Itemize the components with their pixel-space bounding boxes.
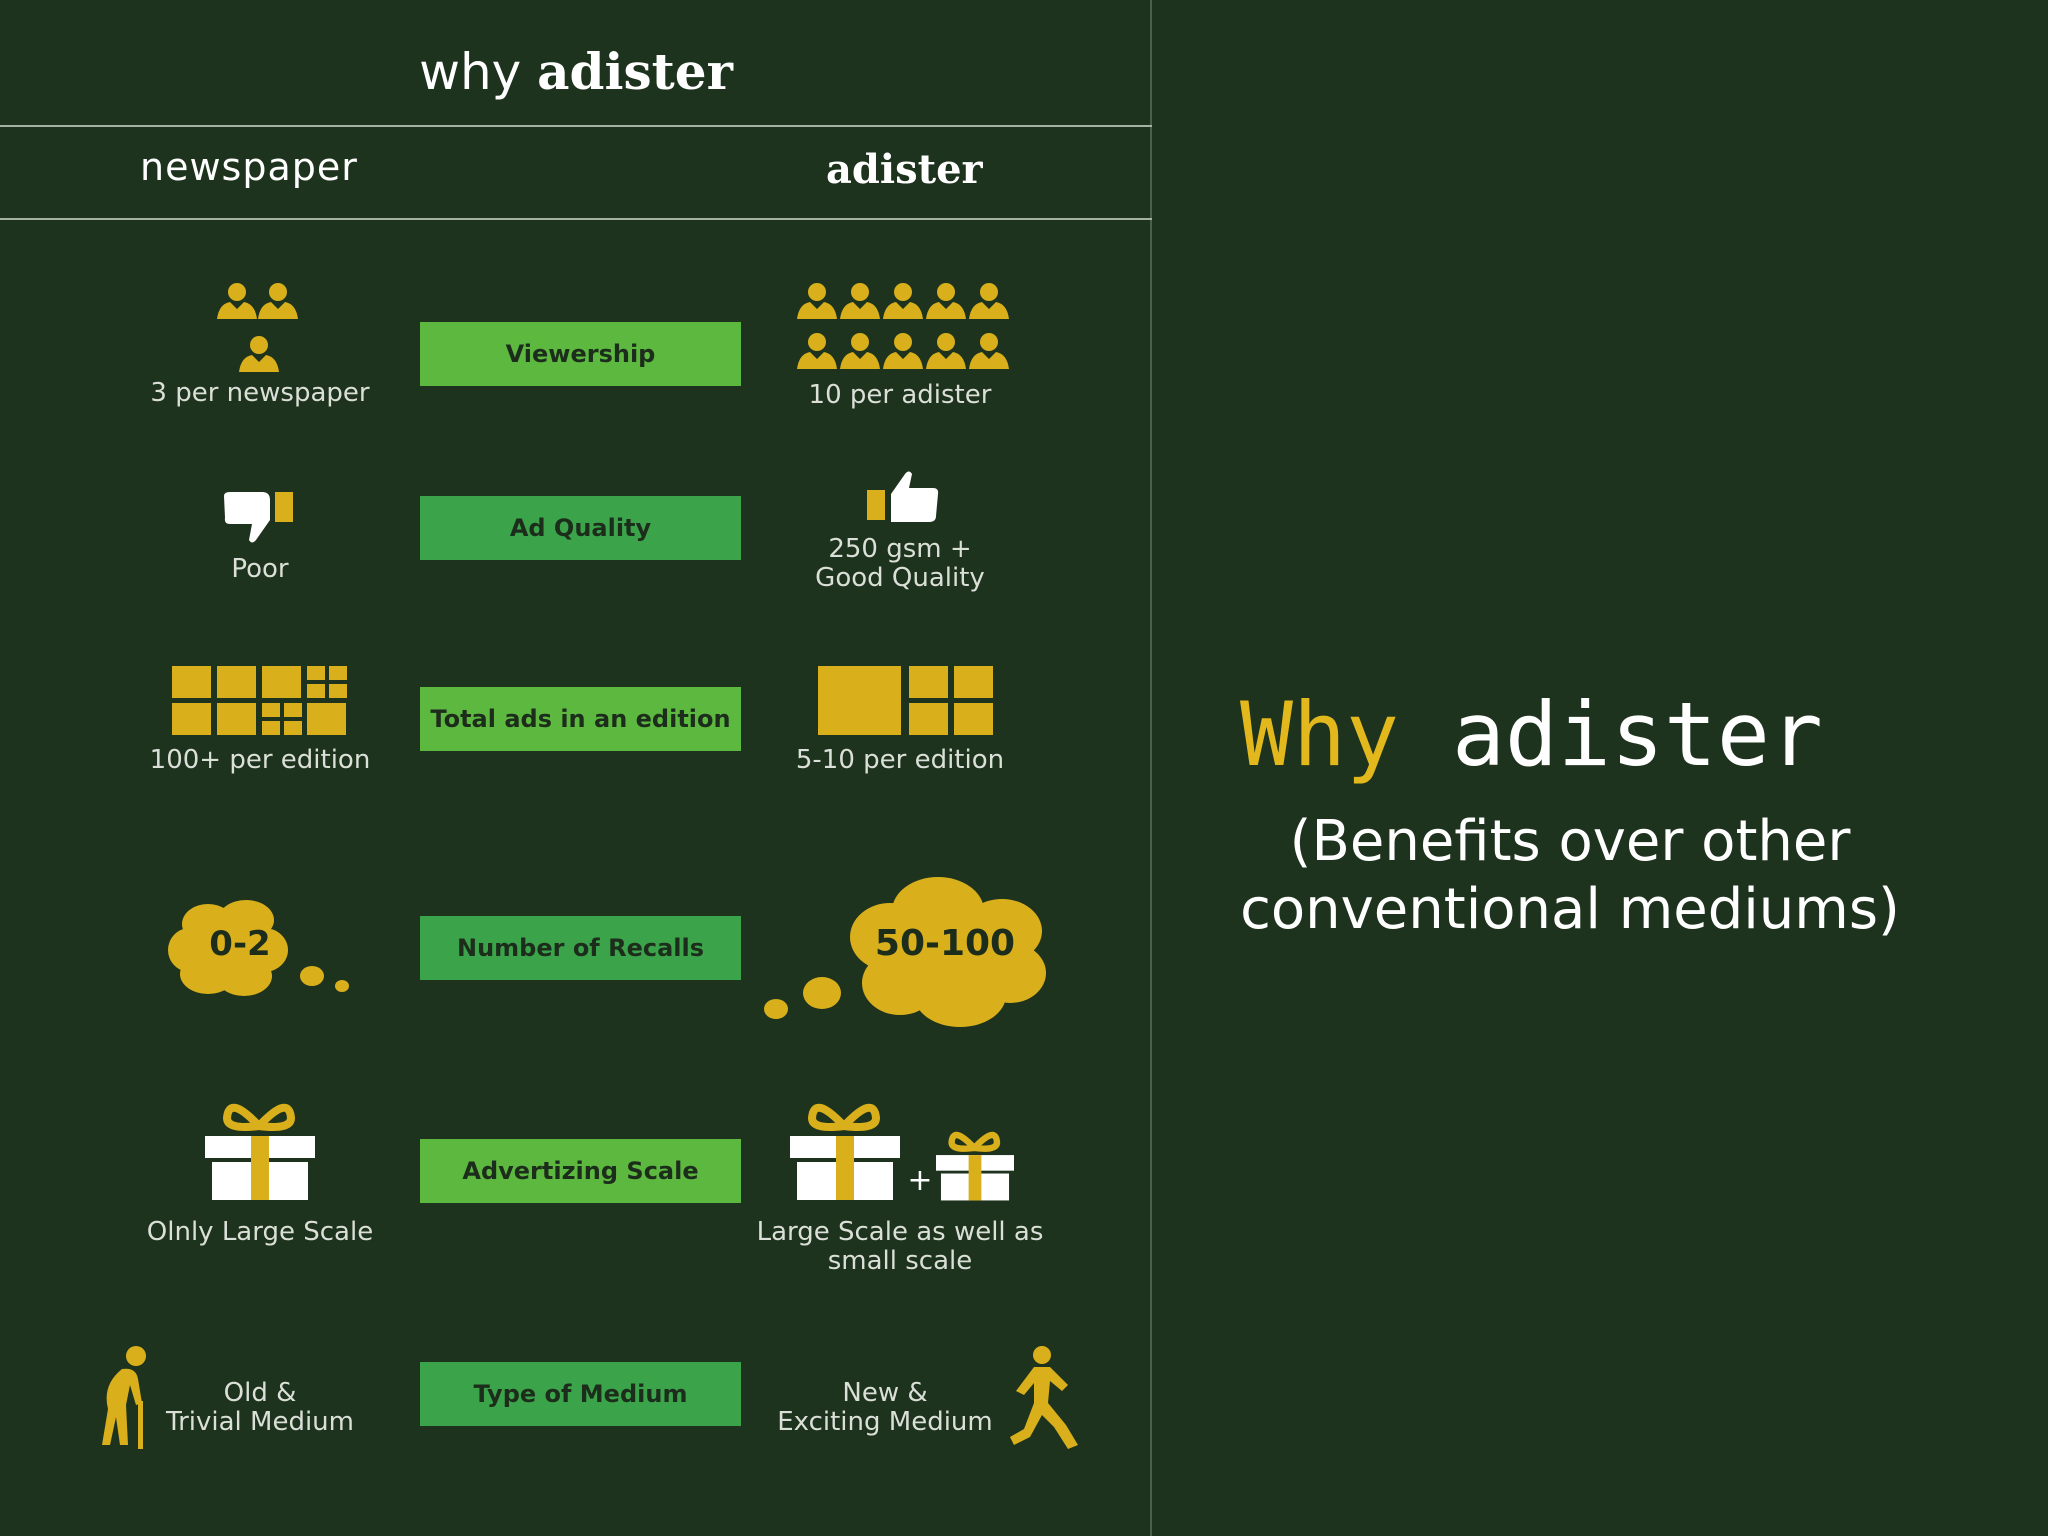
title-brand: adister (537, 42, 733, 101)
thumbs-down-icon (224, 492, 293, 543)
person-icon-group-adister (797, 283, 1009, 369)
gift-icon-newspaper (205, 1103, 315, 1200)
adister-ads-label: 5-10 per edition (795, 745, 1005, 775)
newspaper-ads-label: 100+ per edition (149, 745, 371, 775)
column-header-newspaper: newspaper (140, 145, 358, 189)
category-advertizing-scale: Advertizing Scale (420, 1139, 741, 1203)
thought-cloud-icon-adister (764, 877, 1046, 1027)
newspaper-quality-label: Poor (231, 554, 289, 584)
infographic-title: why adister (0, 42, 1152, 101)
divider-line (0, 125, 1152, 127)
newspaper-medium-line2: Trivial Medium (166, 1407, 354, 1437)
subtitle-line1: (Benefits over other (1289, 809, 1851, 874)
adister-medium-line1: New & (842, 1378, 928, 1408)
adister-recalls-value: 50-100 (874, 923, 1016, 964)
comparison-infographic: why adister newspaper adister Viewership… (0, 0, 1152, 1536)
plus-sign: + (907, 1163, 933, 1198)
category-type-of-medium: Type of Medium (420, 1362, 741, 1426)
newspaper-viewership-label: 3 per newspaper (150, 378, 370, 408)
slide-subtitle: (Benefits over other conventional medium… (1230, 808, 1910, 944)
category-ad-quality: Ad Quality (420, 496, 741, 560)
newspaper-scale-label: Olnly Large Scale (146, 1217, 374, 1247)
newspaper-medium-line1: Old & (223, 1378, 297, 1408)
old-man-icon (102, 1346, 146, 1449)
adister-viewership-label: 10 per adister (808, 380, 992, 410)
ad-grid-icon-newspaper (172, 666, 347, 735)
title-prefix: why (419, 43, 522, 101)
ad-grid-icon-adister (818, 666, 993, 735)
person-icon-group-newspaper (217, 283, 298, 372)
category-total-ads: Total ads in an edition (420, 687, 741, 751)
category-recalls: Number of Recalls (420, 916, 741, 980)
walking-man-icon (1010, 1346, 1078, 1449)
slide-title: Why adister (1240, 683, 1823, 786)
category-viewership: Viewership (420, 322, 741, 386)
gift-icon-adister-small (936, 1131, 1014, 1201)
subtitle-line2: conventional mediums) (1240, 877, 1900, 942)
column-header-adister: adister (826, 146, 983, 193)
divider-line (0, 218, 1152, 220)
adister-quality-line1: 250 gsm + (828, 534, 972, 564)
adister-quality-line2: Good Quality (815, 563, 985, 593)
adister-scale-line2: small scale (827, 1246, 973, 1276)
title-word-why: Why (1240, 683, 1399, 786)
adister-scale-line1: Large Scale as well as (756, 1217, 1044, 1247)
thumbs-up-icon (867, 471, 939, 522)
thought-cloud-icon-newspaper (168, 900, 349, 996)
newspaper-recalls-value: 0-2 (209, 924, 271, 964)
gift-icon-adister-large (790, 1103, 900, 1200)
title-word-adister: adister (1451, 683, 1823, 786)
adister-medium-line2: Exciting Medium (777, 1407, 993, 1437)
